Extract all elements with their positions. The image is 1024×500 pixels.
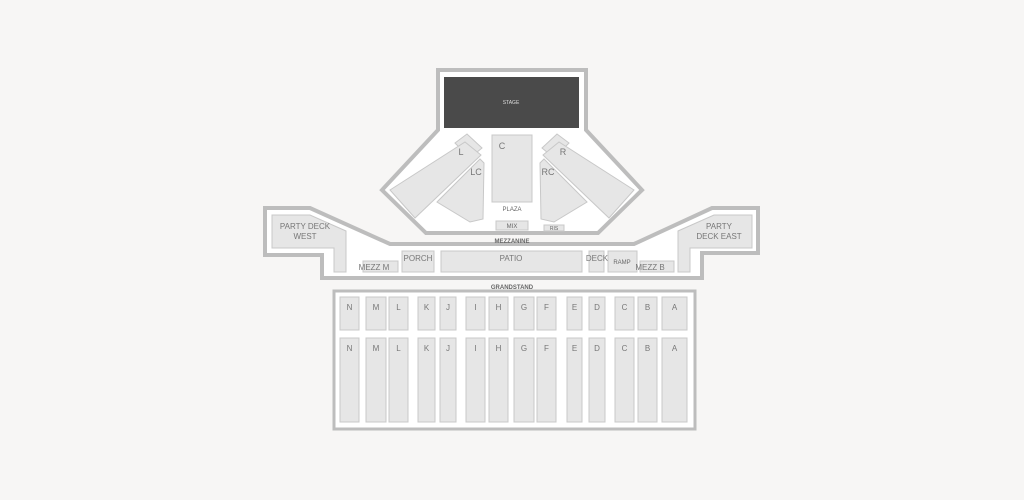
section-d-lower-label: D xyxy=(594,344,600,353)
deck-label: DECK xyxy=(586,254,609,263)
mezz-b-label: MEZZ B xyxy=(635,263,664,272)
section-mezz-m[interactable] xyxy=(362,260,399,273)
section-d-upper-label: D xyxy=(594,303,600,312)
section-e-lower-label: E xyxy=(572,344,577,353)
section-h-lower[interactable] xyxy=(488,337,509,423)
party-deck-west-text-line2: WEST xyxy=(293,232,316,241)
section-n-upper[interactable] xyxy=(339,296,360,331)
section-i-upper[interactable] xyxy=(465,296,486,331)
party-deck-east-text-line2: DECK EAST xyxy=(696,232,741,241)
section-ris[interactable] xyxy=(543,224,565,232)
section-h-upper-label: H xyxy=(496,303,502,312)
section-c-lower[interactable] xyxy=(614,337,635,423)
section-a-lower-label: A xyxy=(672,344,678,353)
section-b-lower-label: B xyxy=(645,344,650,353)
section-i-lower[interactable] xyxy=(465,337,486,423)
mezzanine-label: MEZZANINE xyxy=(495,239,530,245)
section-patio[interactable] xyxy=(440,250,583,273)
party-deck-west-text: PARTY DECK xyxy=(280,222,331,231)
patio-label: PATIO xyxy=(500,254,523,263)
section-c-upper[interactable] xyxy=(614,296,635,331)
section-party-deck-west[interactable] xyxy=(271,214,347,273)
section-g-upper-label: G xyxy=(521,303,527,312)
section-a-upper[interactable] xyxy=(661,296,688,331)
section-r-label: R xyxy=(560,147,567,157)
section-c-lower-label: C xyxy=(622,344,628,353)
section-r[interactable] xyxy=(542,141,635,219)
section-j-upper-label: J xyxy=(446,303,450,312)
grandstand-sections: N N M M L L K K J J I I H H G G F F E E D D C C B B A A xyxy=(339,296,688,423)
section-k-lower[interactable] xyxy=(417,337,436,423)
section-d-upper[interactable] xyxy=(588,296,606,331)
section-j-lower-label: J xyxy=(446,344,450,353)
porch-label: PORCH xyxy=(404,254,433,263)
section-m-upper-label: M xyxy=(373,303,380,312)
mix-label: MIX xyxy=(507,224,518,230)
section-d-lower[interactable] xyxy=(588,337,606,423)
section-l[interactable] xyxy=(389,141,482,219)
section-lc-label: LC xyxy=(470,167,482,177)
section-c-label: C xyxy=(499,141,506,151)
section-n-lower-label: N xyxy=(347,344,353,353)
section-lc[interactable] xyxy=(436,158,485,223)
section-l-label: L xyxy=(458,147,463,157)
section-n-upper-label: N xyxy=(347,303,353,312)
section-l-lower-label: L xyxy=(396,344,401,353)
section-i-upper-label: I xyxy=(474,303,476,312)
section-l-upper-label: L xyxy=(396,303,401,312)
section-ramp[interactable] xyxy=(607,250,638,273)
section-k-lower-label: K xyxy=(424,344,430,353)
section-a-lower[interactable] xyxy=(661,337,688,423)
section-h-lower-label: H xyxy=(496,344,502,353)
section-mezz-b[interactable] xyxy=(639,260,675,273)
section-party-deck-east[interactable] xyxy=(677,214,753,273)
section-rc[interactable] xyxy=(539,158,588,223)
mezz-m-label: MEZZ M xyxy=(359,263,390,272)
section-b-lower[interactable] xyxy=(637,337,658,423)
section-rc-label: RC xyxy=(542,167,555,177)
section-e-lower[interactable] xyxy=(566,337,583,423)
section-g-upper[interactable] xyxy=(513,296,535,331)
section-mix[interactable] xyxy=(495,220,529,231)
section-m-lower-label: M xyxy=(373,344,380,353)
section-c-upper-label: C xyxy=(622,303,628,312)
section-i-lower-label: I xyxy=(474,344,476,353)
section-f-lower-label: F xyxy=(544,344,549,353)
section-e-upper-label: E xyxy=(572,303,577,312)
section-g-lower-label: G xyxy=(521,344,527,353)
ris-label: RIS xyxy=(550,226,559,232)
stage-label: STAGE xyxy=(503,100,520,106)
ramp-label: RAMP xyxy=(613,260,630,266)
section-f-upper[interactable] xyxy=(536,296,557,331)
section-j-upper[interactable] xyxy=(439,296,457,331)
section-b-upper-label: B xyxy=(645,303,650,312)
section-j-lower[interactable] xyxy=(439,337,457,423)
section-a-upper-label: A xyxy=(672,303,678,312)
stage xyxy=(444,77,579,128)
section-n-lower[interactable] xyxy=(339,337,360,423)
section-deck[interactable] xyxy=(588,250,605,273)
section-c[interactable] xyxy=(491,134,533,203)
section-f-lower[interactable] xyxy=(536,337,557,423)
section-l-upper[interactable] xyxy=(388,296,409,331)
section-k-upper[interactable] xyxy=(417,296,436,331)
section-b-upper[interactable] xyxy=(637,296,658,331)
section-m-upper[interactable] xyxy=(365,296,387,331)
section-h-upper[interactable] xyxy=(488,296,509,331)
plaza-label: PLAZA xyxy=(502,207,521,213)
section-l-lower[interactable] xyxy=(388,337,409,423)
section-e-upper[interactable] xyxy=(566,296,583,331)
section-g-lower[interactable] xyxy=(513,337,535,423)
grandstand-label: GRANDSTAND xyxy=(491,285,534,291)
section-m-lower[interactable] xyxy=(365,337,387,423)
section-f-upper-label: F xyxy=(544,303,549,312)
section-k-upper-label: K xyxy=(424,303,430,312)
party-deck-east-text: PARTY xyxy=(706,222,733,231)
section-porch[interactable] xyxy=(401,250,435,273)
